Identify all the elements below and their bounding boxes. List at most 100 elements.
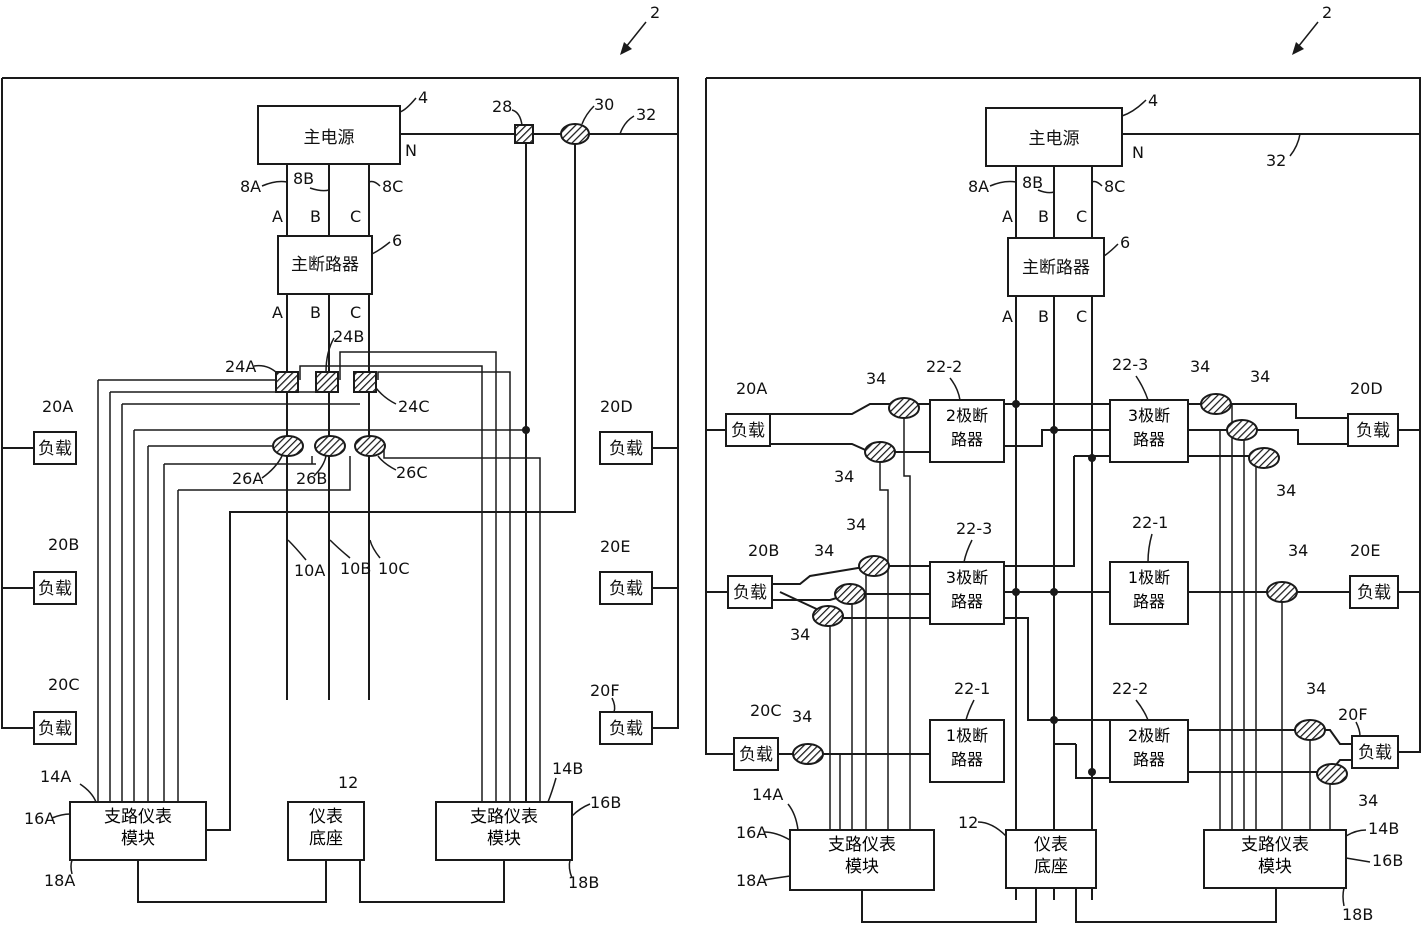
right-ref-34-9: 34 [1288, 541, 1308, 560]
left-ref-18a: 18A [44, 871, 75, 890]
left-load-20f-label: 负载 [609, 719, 643, 739]
left-sensor-24c [353, 371, 377, 393]
left-branch-module-14a-label: 支路仪表模块 [104, 807, 172, 849]
left-load-20f [599, 711, 653, 745]
left-load-20a [33, 431, 77, 465]
left-ref-26c: 26C [396, 463, 428, 482]
right-ref-6: 6 [1120, 233, 1130, 252]
right-ref-20a: 20A [736, 379, 767, 398]
right-ref-20d: 20D [1350, 379, 1383, 398]
left-branch-module-14b-label: 支路仪表模块 [470, 807, 538, 849]
left-load-20d-label: 负载 [609, 439, 643, 459]
left-ref-30: 30 [594, 95, 614, 114]
left-phase-b-bottom: B [310, 303, 321, 322]
right-load-20b-label: 负载 [733, 583, 767, 603]
left-ref-24c: 24C [398, 397, 430, 416]
left-ref-8c: 8C [382, 177, 403, 196]
left-ref-18b: 18B [568, 873, 599, 892]
right-main-breaker-label: 主断路器 [1022, 258, 1090, 278]
left-load-20a-label: 负载 [38, 439, 72, 459]
right-load-20f-label: 负载 [1358, 743, 1392, 763]
left-ref-8b: 8B [293, 169, 314, 188]
left-ref-14a: 14A [40, 767, 71, 786]
right-ref-22-1-row3: 22-1 [954, 679, 990, 698]
right-ref-12: 12 [958, 813, 978, 832]
right-ref-16a: 16A [736, 823, 767, 842]
right-breaker-1pole-row3 [929, 719, 1005, 783]
left-phase-b-top: B [310, 207, 321, 226]
right-branch-module-14b-label: 支路仪表模块 [1241, 835, 1309, 877]
left-ref-28: 28 [492, 97, 512, 116]
left-ref-20c: 20C [48, 675, 80, 694]
right-ref-22-3-row2: 22-3 [956, 519, 992, 538]
figure-ref-left: 2 [650, 3, 660, 22]
right-ct-34-g [834, 583, 866, 605]
right-ref-4: 4 [1148, 91, 1158, 110]
right-ref-22-2-row1: 22-2 [926, 357, 962, 376]
right-breaker-2pole-row3 [1109, 719, 1189, 783]
right-ref-8b: 8B [1022, 173, 1043, 192]
right-load-20a-label: 负载 [731, 421, 765, 441]
left-ref-10a: 10A [294, 561, 325, 580]
left-ref-20f: 20F [590, 681, 620, 700]
right-ref-20f: 20F [1338, 705, 1368, 724]
left-ref-4: 4 [418, 88, 428, 107]
left-ref-14b: 14B [552, 759, 583, 778]
right-ct-34-h [812, 605, 844, 627]
left-ref-16a: 16A [24, 809, 55, 828]
right-load-20e [1349, 575, 1399, 609]
left-meter-base-label: 仪表底座 [309, 807, 343, 849]
right-ref-34-4: 34 [1250, 367, 1270, 386]
right-breaker-1pole-row2-label: 1极断路器 [1127, 568, 1171, 611]
left-ct-26c [354, 435, 386, 457]
right-load-20b [727, 575, 773, 609]
right-ref-14b: 14B [1368, 819, 1399, 838]
left-ref-20e: 20E [600, 537, 630, 556]
left-ct-26b [314, 435, 346, 457]
right-ref-34-11: 34 [1306, 679, 1326, 698]
left-load-20e-label: 负载 [609, 579, 643, 599]
right-ref-34-2: 34 [834, 467, 854, 486]
right-ref-20c: 20C [750, 701, 782, 720]
left-load-20d [599, 431, 653, 465]
right-ref-34-5: 34 [1276, 481, 1296, 500]
left-branch-module-14b [435, 801, 573, 861]
right-load-20a [725, 413, 771, 447]
left-load-20b [33, 571, 77, 605]
right-ref-32: 32 [1266, 151, 1286, 170]
right-breaker-2pole-row3-label: 2极断路器 [1127, 726, 1171, 769]
left-ref-10b: 10B [340, 559, 371, 578]
right-ref-18b: 18B [1342, 905, 1373, 924]
right-load-20d-label: 负载 [1356, 421, 1390, 441]
left-ref-12: 12 [338, 773, 358, 792]
right-phase-a-bottom: A [1002, 307, 1013, 326]
right-load-20d [1347, 413, 1399, 447]
right-load-20e-label: 负载 [1357, 583, 1391, 603]
left-sensor-28 [514, 124, 534, 144]
right-ct-34-c [1200, 393, 1232, 415]
left-ref-6: 6 [392, 231, 402, 250]
right-meter-base-box [1005, 829, 1097, 889]
right-phase-c-top: C [1076, 207, 1087, 226]
right-phase-b-top: B [1038, 207, 1049, 226]
right-ref-34-10: 34 [792, 707, 812, 726]
left-ref-32: 32 [636, 105, 656, 124]
right-ref-20e: 20E [1350, 541, 1380, 560]
left-phase-c-bottom: C [350, 303, 361, 322]
right-load-20f [1351, 735, 1399, 769]
left-ref-20d: 20D [600, 397, 633, 416]
right-ref-20b: 20B [748, 541, 779, 560]
left-ref-10c: 10C [378, 559, 410, 578]
left-ref-16b: 16B [590, 793, 621, 812]
right-ref-22-1-row2: 22-1 [1132, 513, 1168, 532]
right-main-power-box [985, 107, 1123, 167]
right-ref-14a: 14A [752, 785, 783, 804]
left-load-20b-label: 负载 [38, 579, 72, 599]
right-ref-18a: 18A [736, 871, 767, 890]
right-ct-34-a [888, 397, 920, 419]
right-ct-34-k [1294, 719, 1326, 741]
left-meter-base-box [287, 801, 365, 861]
left-load-20c-label: 负载 [38, 719, 72, 739]
left-phase-a-top: A [272, 207, 283, 226]
